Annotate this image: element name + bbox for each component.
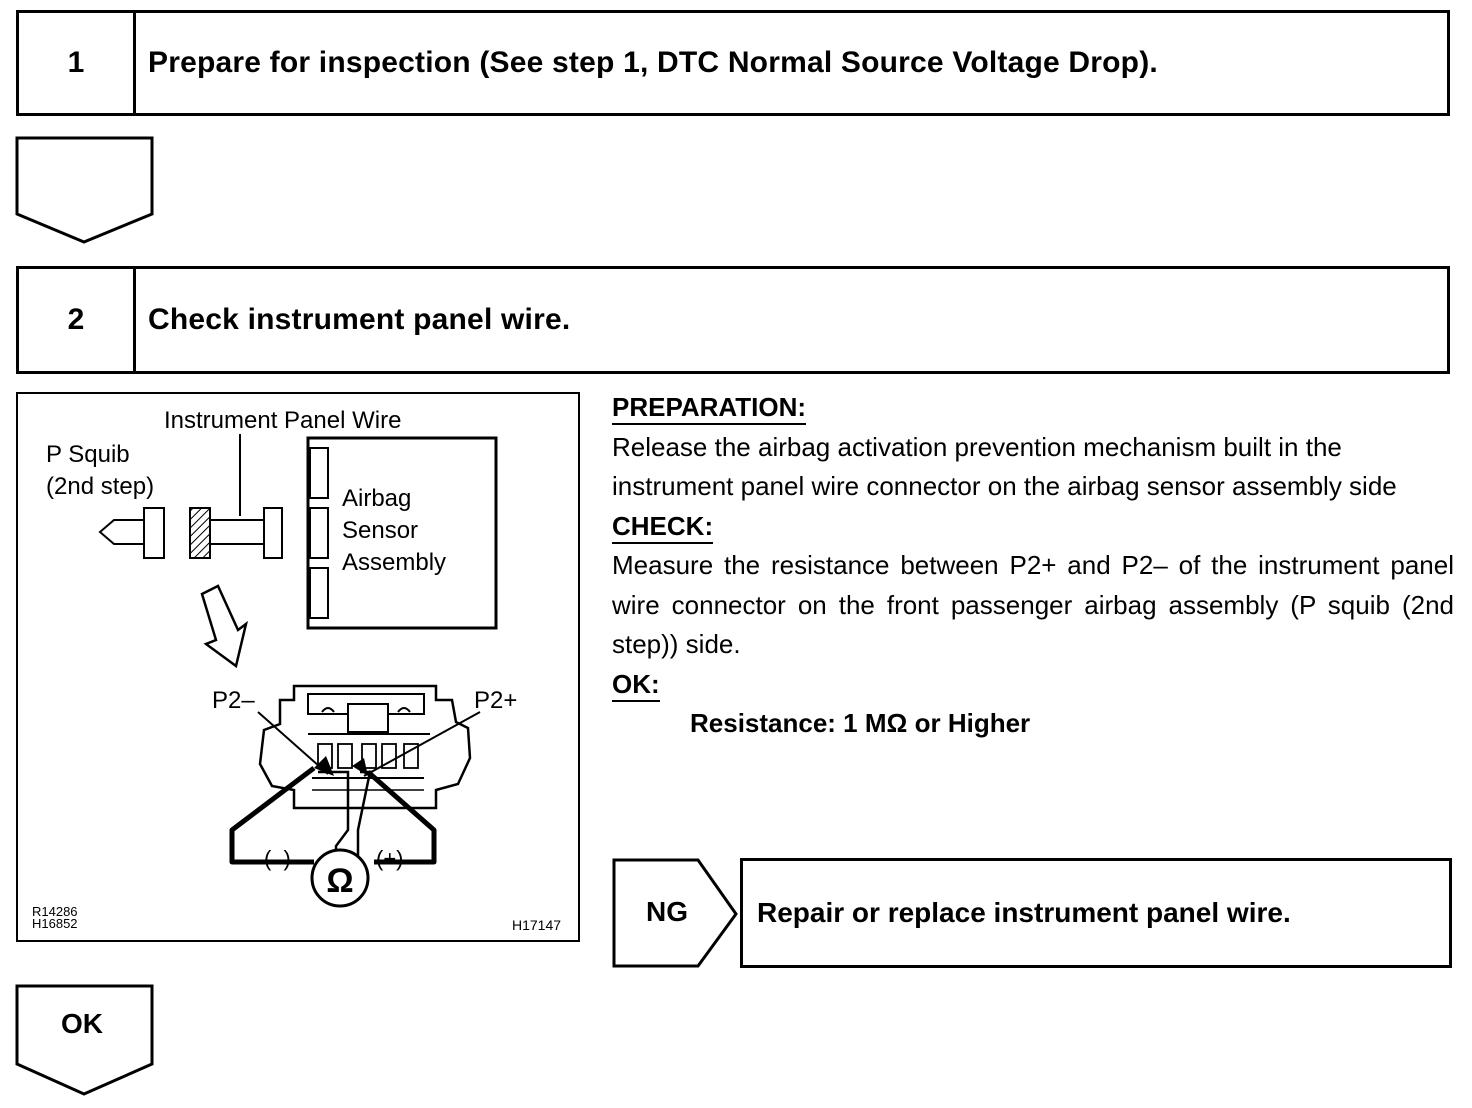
ohmmeter-icon xyxy=(310,848,370,908)
ng-branch: NG xyxy=(612,858,740,970)
check-text: Measure the resistance between P2+ and P… xyxy=(612,550,1454,659)
ng-action-box: Repair or replace instrument panel wire. xyxy=(740,858,1452,968)
ok-branch: OK xyxy=(15,984,155,1096)
preparation-heading: PREPARATION: xyxy=(612,391,807,425)
assembly-label: Assembly xyxy=(342,549,446,576)
flow-arrow-down-icon xyxy=(15,984,154,1096)
airbag-sensor-assembly-box xyxy=(306,436,498,630)
step-1-title: Prepare for inspection (See step 1, DTC … xyxy=(148,46,1158,79)
p2-minus-label: P2– xyxy=(212,687,255,714)
connector-face-icon xyxy=(258,684,472,810)
ok-label: OK xyxy=(61,1008,103,1039)
p2-plus-label: P2+ xyxy=(474,687,517,714)
instrument-panel-wire-label: Instrument Panel Wire xyxy=(164,407,401,434)
step-1-box: 1 Prepare for inspection (See step 1, DT… xyxy=(16,10,1450,116)
step-2-title: Check instrument panel wire. xyxy=(148,303,571,336)
ref-code-h16852: H16852 xyxy=(32,916,78,931)
sensor-label: Sensor xyxy=(342,517,418,544)
ok-heading: OK: xyxy=(612,668,660,702)
squib-plug-icon xyxy=(98,519,145,545)
connector-illustration: Instrument Panel Wire P Squib (2nd step)… xyxy=(16,392,580,942)
ohm-symbol: Ω xyxy=(326,862,353,900)
ng-label: NG xyxy=(646,896,688,927)
p-squib-step-label: (2nd step) xyxy=(46,473,154,500)
procedure-text: PREPARATION: Release the airbag activati… xyxy=(612,388,1454,744)
preparation-text: Release the airbag activation prevention… xyxy=(612,431,1397,502)
ref-code-r14286: R14286 xyxy=(32,904,78,919)
p-squib-label: P Squib xyxy=(46,441,130,468)
flow-arrow-right-icon xyxy=(612,858,738,968)
airbag-label: Airbag xyxy=(342,485,411,512)
step-2-number: 2 xyxy=(19,269,136,371)
hatched-connector-icon xyxy=(189,507,211,559)
ok-spec: Resistance: 1 MΩ or Higher xyxy=(690,708,1031,738)
minus-probe-label: (–) xyxy=(264,846,291,871)
plus-probe-label: (+) xyxy=(376,846,404,871)
check-heading: CHECK: xyxy=(612,510,714,544)
ref-code-h17147: H17147 xyxy=(512,917,561,933)
step-2-box: 2 Check instrument panel wire. xyxy=(16,266,1450,374)
flow-arrow-down-icon xyxy=(15,136,154,244)
step-1-number: 1 xyxy=(19,13,136,113)
view-direction-arrow-icon xyxy=(200,584,249,669)
